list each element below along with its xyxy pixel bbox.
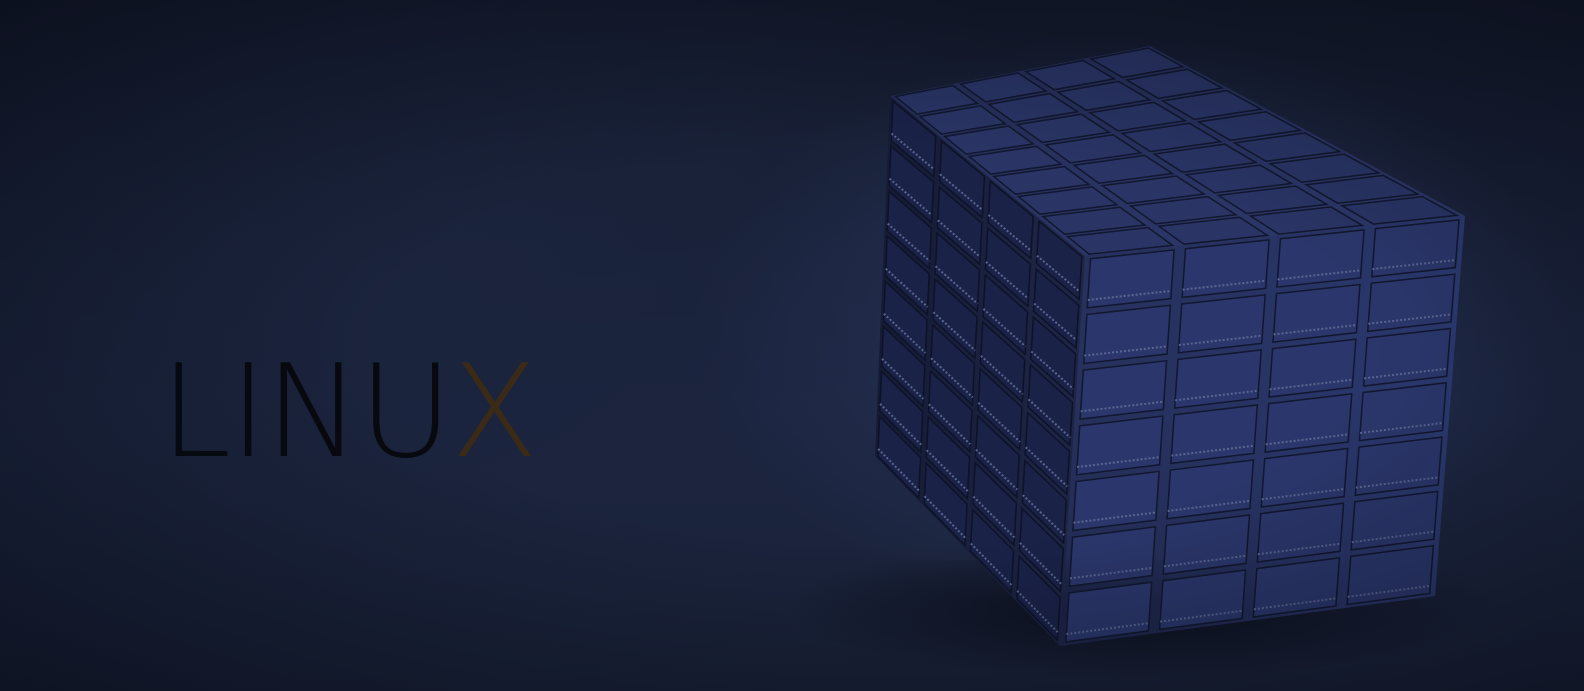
linux-logo-main: LINU (160, 338, 452, 487)
chip-cube-icon (875, 46, 1465, 646)
linux-logo: LINUX (160, 349, 605, 477)
linux-logo-text: LINUX (160, 349, 538, 477)
linux-logo-accent: X (450, 338, 539, 487)
